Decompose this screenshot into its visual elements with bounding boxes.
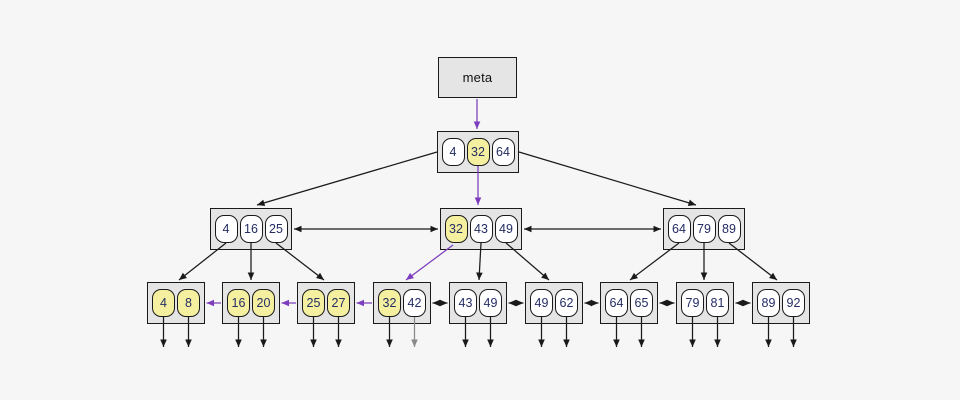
node-key-leaf-3-27-highlighted: 27	[327, 289, 350, 317]
arrowhead	[790, 339, 797, 347]
node-key-leaf-3-25-highlighted: 25	[302, 289, 325, 317]
node-key-leaf-9-92: 92	[782, 289, 805, 317]
arrowhead	[714, 339, 721, 347]
node-key-leaf-4-42: 42	[403, 289, 426, 317]
node-key-root-32-highlighted: 32	[466, 138, 490, 166]
arrowhead	[432, 299, 440, 307]
node-key-leaf-5-49: 49	[479, 289, 502, 317]
arrowhead	[476, 272, 483, 280]
tree-node-meta: meta	[438, 57, 517, 98]
arrowhead	[700, 272, 708, 280]
node-key-leaf-1-8-highlighted: 8	[177, 289, 200, 317]
edge-purple	[405, 244, 454, 281]
node-key-internal-2-32-highlighted: 32	[444, 215, 468, 243]
arrowhead	[516, 299, 524, 307]
arrowhead	[508, 299, 516, 307]
arrowhead	[735, 299, 743, 307]
arrowhead	[440, 299, 448, 307]
node-key-leaf-7-64: 64	[605, 289, 628, 317]
node-key-leaf-1-4-highlighted: 4	[152, 289, 175, 317]
arrowhead	[335, 339, 342, 347]
arrowhead	[613, 339, 620, 347]
edge-black	[256, 151, 438, 206]
arrowhead	[316, 272, 324, 280]
edge-black	[518, 151, 697, 206]
arrowhead	[563, 339, 570, 347]
arrowhead	[462, 339, 469, 347]
arrowhead	[667, 299, 675, 307]
node-key-internal-2-49: 49	[494, 215, 518, 243]
arrowhead	[659, 299, 667, 307]
node-key-root-4: 4	[441, 138, 465, 166]
arrowhead	[247, 272, 255, 280]
node-key-leaf-9-89: 89	[757, 289, 780, 317]
arrowhead	[743, 299, 751, 307]
arrowhead	[430, 225, 438, 233]
node-key-internal-1-25: 25	[264, 215, 288, 243]
node-key-root-64: 64	[491, 138, 515, 166]
node-key-internal-1-16: 16	[239, 215, 263, 243]
node-key-internal-3-89: 89	[717, 215, 741, 243]
arrowhead	[257, 199, 266, 207]
arrowhead	[769, 272, 777, 280]
arrowhead	[541, 272, 549, 280]
node-key-leaf-8-79: 79	[681, 289, 704, 317]
node-key-leaf-8-81: 81	[706, 289, 729, 317]
arrowhead	[411, 339, 418, 347]
node-key-leaf-2-16-highlighted: 16	[227, 289, 250, 317]
arrowhead	[689, 339, 696, 347]
node-key-internal-1-4: 4	[214, 215, 238, 243]
arrowhead	[235, 339, 242, 347]
node-key-internal-3-79: 79	[692, 215, 716, 243]
arrowhead	[584, 299, 592, 307]
arrowhead	[406, 272, 414, 280]
node-key-leaf-6-49: 49	[530, 289, 553, 317]
node-key-leaf-2-20-highlighted: 20	[252, 289, 275, 317]
arrowhead	[524, 225, 532, 233]
arrowhead	[487, 339, 494, 347]
arrowhead	[356, 299, 364, 307]
arrowhead	[260, 339, 267, 347]
node-key-leaf-4-32-highlighted: 32	[378, 289, 401, 317]
arrowhead	[386, 339, 393, 347]
node-key-leaf-6-62: 62	[555, 289, 578, 317]
arrowhead	[687, 199, 696, 207]
arrowhead	[185, 339, 192, 347]
arrowhead	[473, 121, 481, 129]
node-key-internal-3-64: 64	[667, 215, 691, 243]
node-key-internal-2-43: 43	[469, 215, 493, 243]
node-key-leaf-7-65: 65	[630, 289, 653, 317]
arrowhead	[281, 299, 289, 307]
arrowhead	[765, 339, 772, 347]
arrowhead	[638, 339, 645, 347]
arrowhead	[310, 339, 317, 347]
arrowhead	[474, 197, 482, 205]
arrowhead	[653, 225, 661, 233]
arrowhead	[630, 272, 638, 280]
arrowhead	[294, 225, 302, 233]
arrowhead	[179, 272, 187, 280]
arrowhead	[160, 339, 167, 347]
node-key-leaf-5-43: 43	[454, 289, 477, 317]
arrowhead	[206, 299, 214, 307]
arrowhead	[591, 299, 599, 307]
arrowhead	[538, 339, 545, 347]
